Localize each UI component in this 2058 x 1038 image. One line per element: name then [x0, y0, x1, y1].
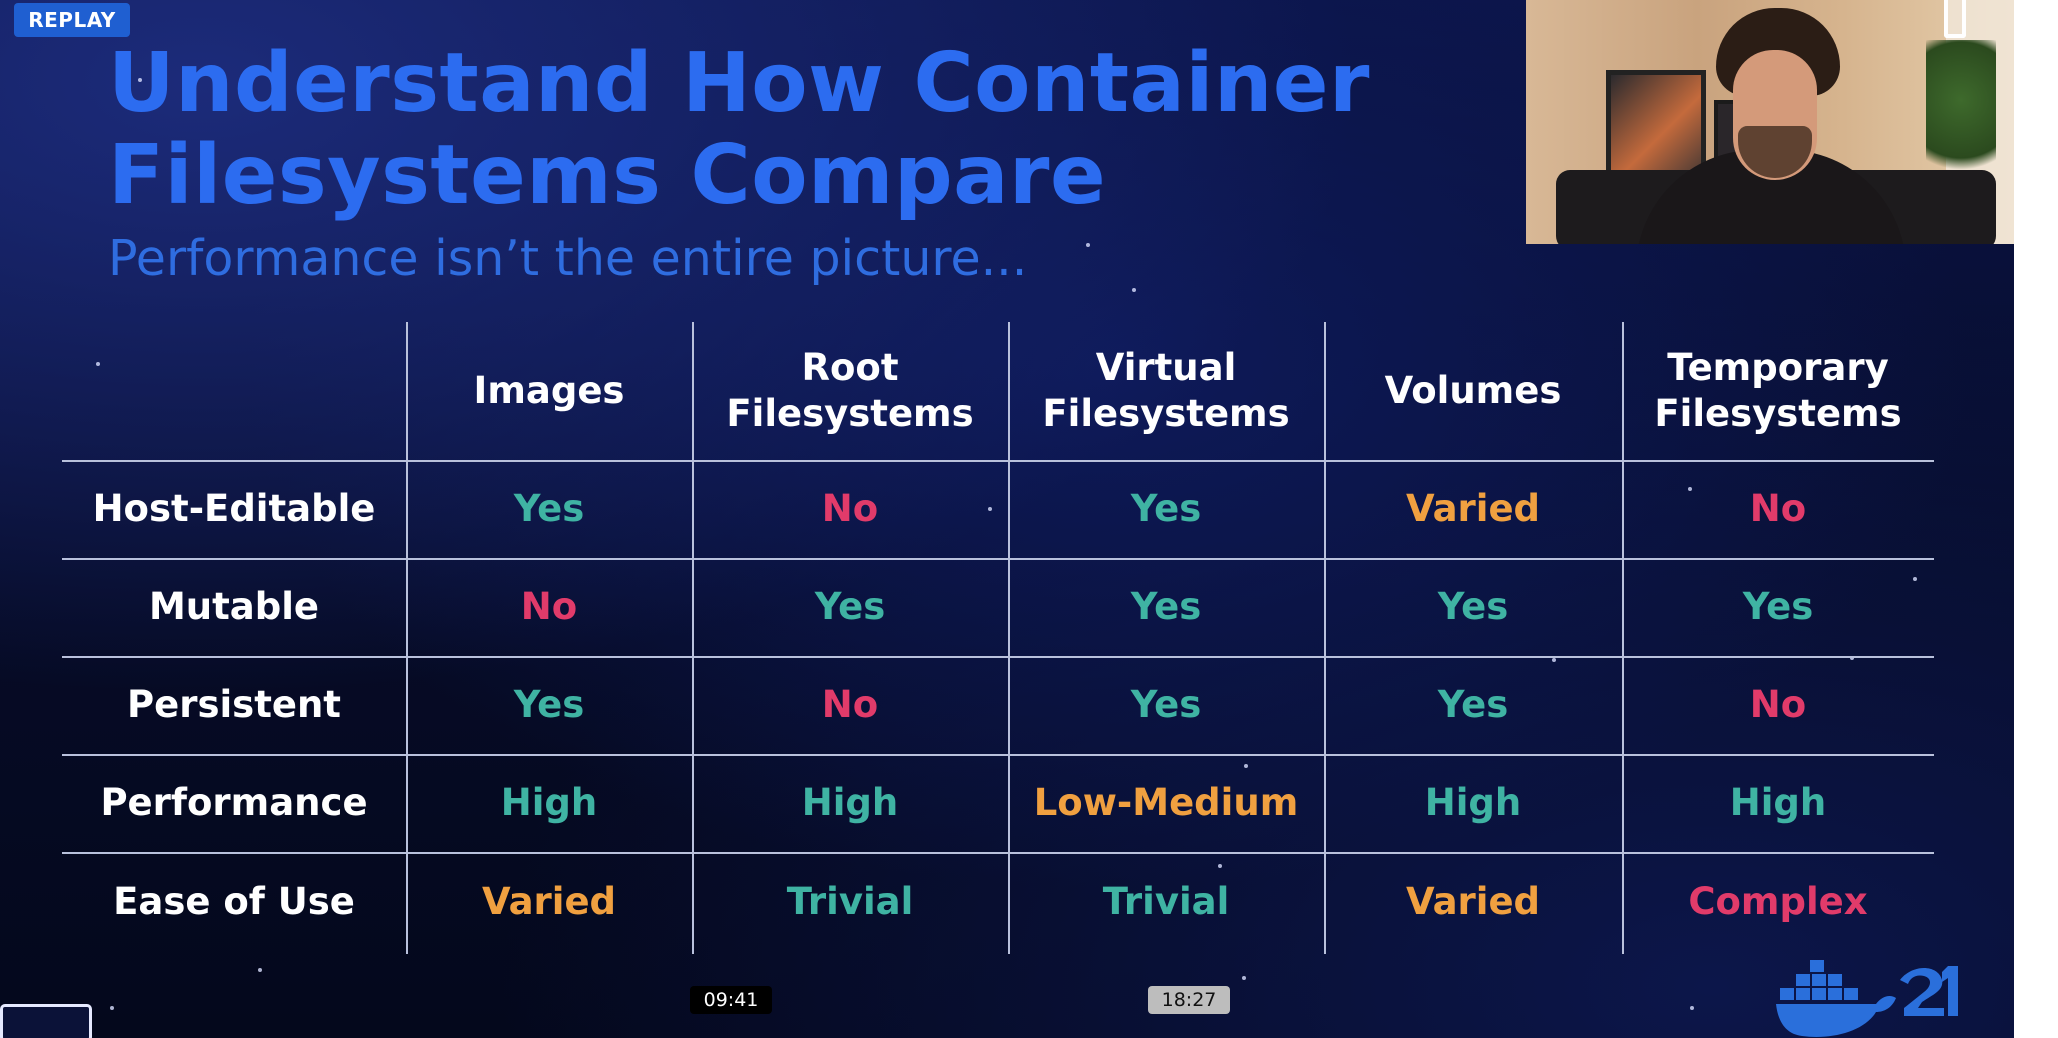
table-cell-value: High: [1424, 781, 1522, 824]
table-cell-value: Complex: [1688, 880, 1868, 923]
slide-title-line-1: Understand How Container: [108, 36, 1370, 131]
table-cell-value: Yes: [1437, 683, 1509, 726]
timeline-marker-1[interactable]: 09:41: [690, 986, 772, 1014]
table-cell-value: High: [801, 781, 899, 824]
replay-badge: REPLAY: [14, 3, 130, 37]
column-header-line-1: Images: [473, 369, 625, 412]
column-header-line-2: Filesystems: [726, 392, 974, 435]
table-column-divider: [1008, 322, 1010, 954]
star-decoration: [1552, 658, 1556, 662]
table-cell-value: Yes: [1130, 585, 1202, 628]
timeline-marker-2[interactable]: 18:27: [1148, 986, 1230, 1014]
star-decoration: [1242, 976, 1246, 980]
table-row-divider: [62, 460, 1934, 462]
table-cell-value: Varied: [1405, 880, 1541, 923]
table-cell-value: Yes: [1742, 585, 1814, 628]
table-row-label: Performance: [100, 781, 368, 824]
table-cell-value: Trivial: [786, 880, 914, 923]
table-cell-value: Yes: [513, 487, 585, 530]
table-cell-value: Yes: [1130, 487, 1202, 530]
table-cell-value: No: [821, 683, 879, 726]
table-column-divider: [1324, 322, 1326, 954]
table-cell-value: Yes: [513, 683, 585, 726]
table-cell-value: Varied: [1405, 487, 1541, 530]
star-decoration: [96, 362, 100, 366]
webcam-plant: [1926, 40, 1996, 190]
table-column-header: Volumes: [1324, 322, 1622, 460]
table-row-label: Persistent: [127, 683, 341, 726]
slide-title: Understand How Container Filesystems Com…: [108, 38, 1370, 222]
table-cell-value: Low-Medium: [1033, 781, 1299, 824]
video-thumbnail[interactable]: [0, 1004, 92, 1038]
star-decoration: [138, 78, 142, 82]
table-cell-value: Yes: [1437, 585, 1509, 628]
table-column-divider: [406, 322, 408, 954]
table-row-label: Mutable: [148, 585, 320, 628]
star-decoration: [258, 968, 262, 972]
star-decoration: [1218, 864, 1222, 868]
table-column-divider: [692, 322, 694, 954]
table-cell-value: No: [821, 487, 879, 530]
star-decoration: [988, 507, 992, 511]
star-decoration: [1850, 656, 1854, 660]
table-cell-value: Yes: [814, 585, 886, 628]
table-cell-value: No: [1749, 683, 1807, 726]
column-header-line-1: Temporary: [1667, 346, 1889, 389]
table-cell-value: Varied: [481, 880, 617, 923]
right-edge-bar: [2014, 0, 2058, 1038]
video-frame[interactable]: REPLAY Understand How Container Filesyst…: [0, 0, 2014, 1038]
table-column-divider: [1622, 322, 1624, 954]
column-header-line-2: Filesystems: [1042, 392, 1290, 435]
column-header-line-1: Root: [801, 346, 899, 389]
table-cell-value: No: [1749, 487, 1807, 530]
star-decoration: [1913, 577, 1917, 581]
column-header-line-1: Volumes: [1384, 369, 1562, 412]
presenter-webcam: [1526, 0, 2014, 244]
table-row-divider: [62, 558, 1934, 560]
star-decoration: [1690, 1006, 1694, 1010]
table-row-label: Ease of Use: [113, 880, 355, 923]
column-header-line-1: Virtual: [1095, 346, 1237, 389]
star-decoration: [1688, 487, 1692, 491]
table-cell-value: Yes: [1130, 683, 1202, 726]
star-decoration: [1132, 288, 1136, 292]
table-cell-value: No: [520, 585, 578, 628]
table-cell-value: Trivial: [1102, 880, 1230, 923]
docker-whale-icon: [1776, 960, 1958, 1037]
column-header-line-2: Filesystems: [1654, 392, 1902, 435]
star-decoration: [1086, 243, 1090, 247]
table-row-label: Host-Editable: [92, 487, 376, 530]
table-cell-value: High: [1729, 781, 1827, 824]
slide-subtitle: Performance isn’t the entire picture...: [108, 230, 1028, 287]
slide-title-line-2: Filesystems Compare: [108, 128, 1107, 223]
table-row-divider: [62, 754, 1934, 756]
star-decoration: [1244, 764, 1248, 768]
star-decoration: [110, 1006, 114, 1010]
table-column-header: Images: [406, 322, 692, 460]
phone-outline-icon[interactable]: [1944, 0, 1966, 38]
table-row-divider: [62, 852, 1934, 854]
table-cell-value: High: [500, 781, 598, 824]
table-row-divider: [62, 656, 1934, 658]
